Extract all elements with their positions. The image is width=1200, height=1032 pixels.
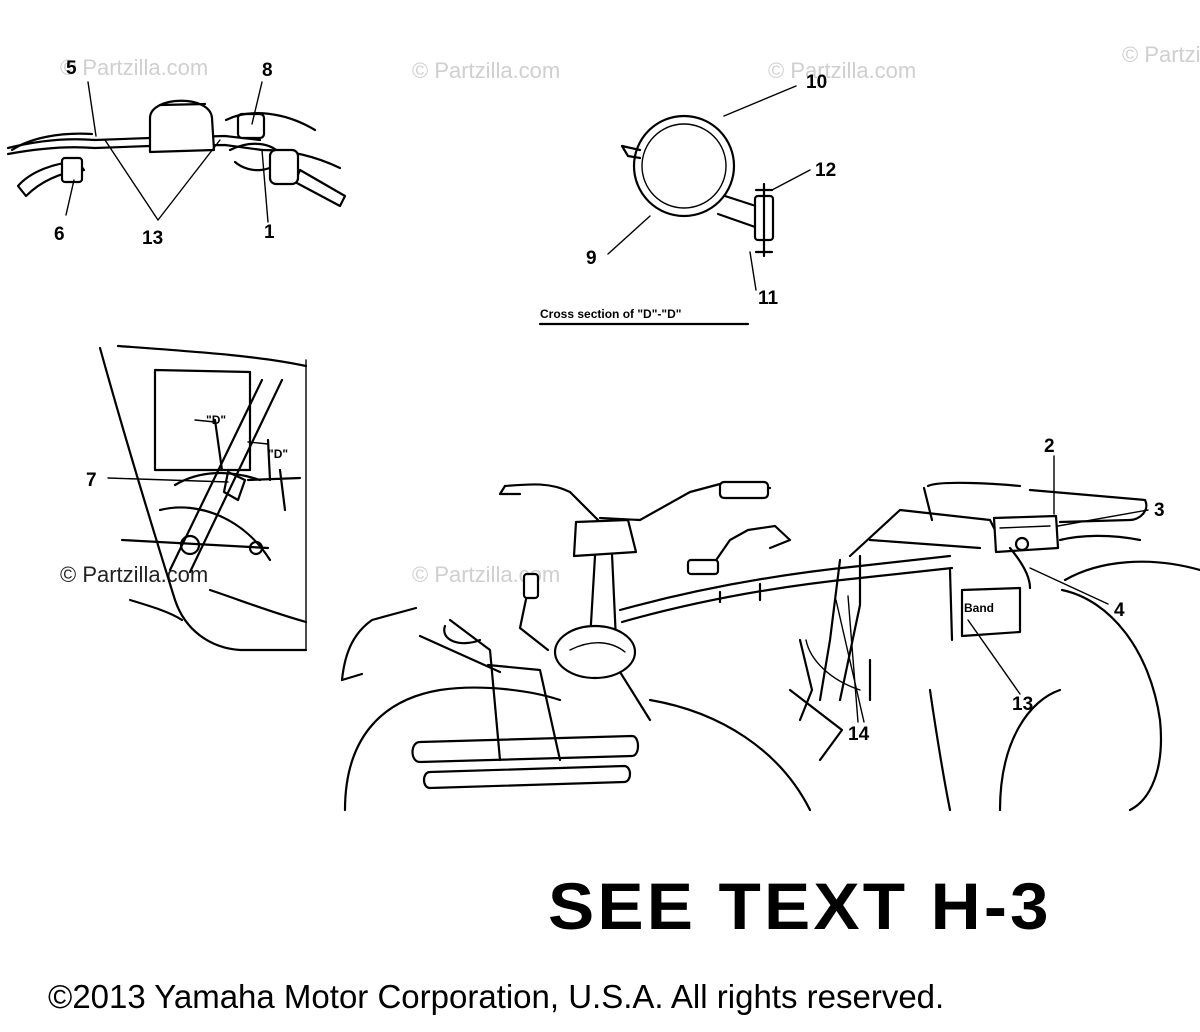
watermark: © Partzilla.com bbox=[768, 58, 916, 83]
frame-detail-drawing bbox=[98, 344, 308, 652]
band-label: Band bbox=[964, 601, 994, 615]
callout-3: 3 bbox=[1154, 500, 1165, 521]
callout-6: 6 bbox=[54, 224, 65, 245]
section-caption: Cross section of "D"-"D" bbox=[540, 307, 681, 321]
callout-9: 9 bbox=[586, 248, 597, 269]
copyright-notice: ©2013 Yamaha Motor Corporation, U.S.A. A… bbox=[48, 978, 945, 1015]
callout-10: 10 bbox=[806, 72, 827, 93]
callout-2: 2 bbox=[1044, 436, 1055, 457]
watermark: © Partzilla.com bbox=[412, 58, 560, 83]
callout-1: 1 bbox=[264, 222, 275, 243]
watermark: © Partzilla.com bbox=[60, 55, 208, 80]
watermark: © Partzilla.com bbox=[60, 562, 208, 587]
callout-11: 11 bbox=[758, 288, 779, 309]
callout-13: 13 bbox=[1012, 694, 1033, 715]
watermark: © Partzilla.com bbox=[1122, 42, 1200, 67]
callout-14: 14 bbox=[848, 724, 870, 745]
d-mark: "D" bbox=[268, 447, 288, 461]
callout-7: 7 bbox=[86, 470, 97, 491]
reference-text: SEE TEXT H-3 bbox=[548, 869, 1052, 943]
callout-12: 12 bbox=[815, 160, 836, 181]
callout-4: 4 bbox=[1114, 600, 1125, 621]
callout-13: 13 bbox=[142, 228, 163, 249]
atv-drawing bbox=[340, 455, 1200, 812]
callout-8: 8 bbox=[262, 60, 273, 81]
cross-section-drawing bbox=[538, 85, 811, 326]
d-mark: "D" bbox=[206, 413, 226, 427]
callout-5: 5 bbox=[66, 58, 77, 79]
handlebar-drawing bbox=[6, 81, 347, 223]
